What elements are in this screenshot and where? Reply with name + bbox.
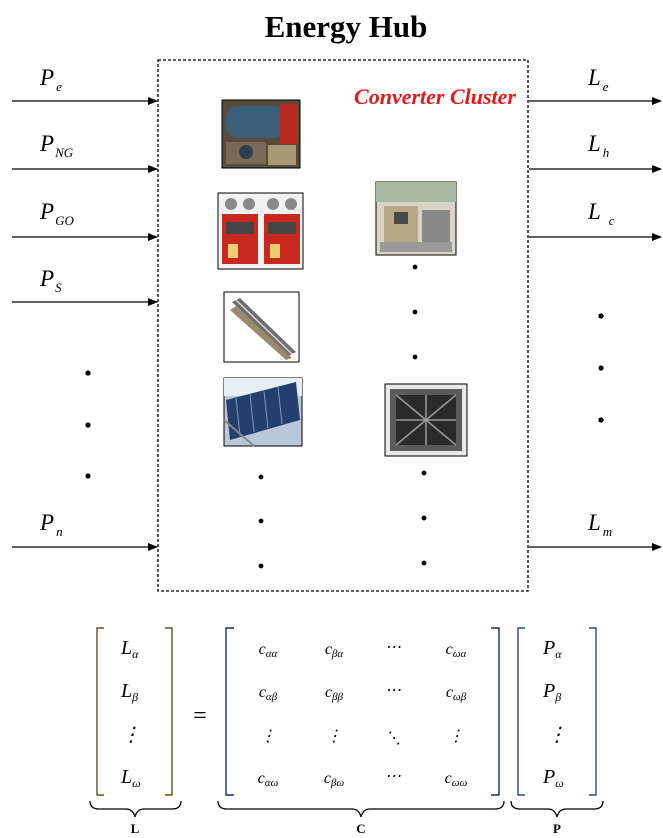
C-matrix-cell: cαα: [259, 641, 278, 660]
C-brace-label: C: [356, 821, 365, 836]
converter-ellipsis-dots: [258, 264, 427, 569]
input-ellipsis-dots: [85, 370, 91, 479]
P-underbrace: [510, 800, 604, 818]
C-matrix-cell: cββ: [325, 684, 344, 703]
L-brace-label: L: [131, 821, 140, 836]
input-label: PGO: [39, 199, 74, 228]
C-matrix-cell: ⋮: [326, 728, 342, 745]
C-matrix-cell: ⋯: [385, 682, 401, 699]
L-vector-entry: Lβ: [120, 680, 138, 704]
heater-units-photo: [217, 192, 304, 270]
input-arrows: [12, 97, 158, 551]
C-matrix-cell: cωω: [445, 770, 468, 789]
C-matrix-brackets: [225, 627, 500, 796]
input-label: PS: [39, 266, 62, 295]
C-matrix-cell: cαω: [258, 770, 279, 789]
input-label: PNG: [39, 131, 74, 160]
C-matrix-cell: ⋮: [448, 728, 464, 745]
hub-box: [157, 59, 529, 592]
output-arrows: [529, 97, 662, 551]
C-matrix-cell: cβα: [325, 641, 344, 660]
P-brace-label: P: [553, 821, 561, 836]
L-underbrace: [89, 800, 182, 818]
C-matrix-cell: ⋯: [385, 639, 401, 656]
C-matrix-cell: ⋮: [260, 728, 276, 745]
L-vector-entry: Lα: [120, 637, 139, 661]
P-vector-entry: Pα: [542, 637, 562, 661]
C-matrix-cell: cωβ: [446, 684, 467, 703]
C-matrix-cell: cαβ: [259, 684, 278, 703]
C-matrix-cell: ⋯: [385, 768, 401, 785]
chp-unit-photo: [375, 181, 457, 256]
C-matrix-cell: cβω: [324, 770, 345, 789]
L-vector-brackets: [96, 627, 173, 796]
converter-cluster-label: Converter Cluster: [354, 84, 516, 109]
solar-tube-photo: [223, 291, 300, 363]
output-ellipsis-dots: [598, 313, 604, 423]
P-vector-entry: Pω: [542, 766, 564, 790]
C-underbrace: [217, 800, 505, 818]
equals-sign: =: [193, 703, 207, 729]
underbraces: [89, 800, 604, 818]
C-matrix-cell: ⋱: [385, 730, 401, 747]
C-matrix-cell: cωα: [446, 641, 467, 660]
exhaust-fan-photo: [384, 383, 468, 457]
L-vector-entry: Lω: [120, 766, 141, 790]
boiler-photo: [221, 99, 301, 169]
P-vector-brackets: [517, 627, 597, 796]
diagram-title: Energy Hub: [265, 9, 428, 44]
P-vector-entry: ⋮: [547, 724, 567, 746]
solar-collector-photo: [223, 377, 303, 447]
P-vector-entry: Pβ: [542, 680, 561, 704]
L-vector-entry: ⋮: [121, 724, 141, 746]
C-matrix-cells: cαα cβα ⋯ cωα cαβ cββ ⋯ cωβ ⋮ ⋮ ⋱ ⋮ cαω …: [258, 639, 468, 789]
